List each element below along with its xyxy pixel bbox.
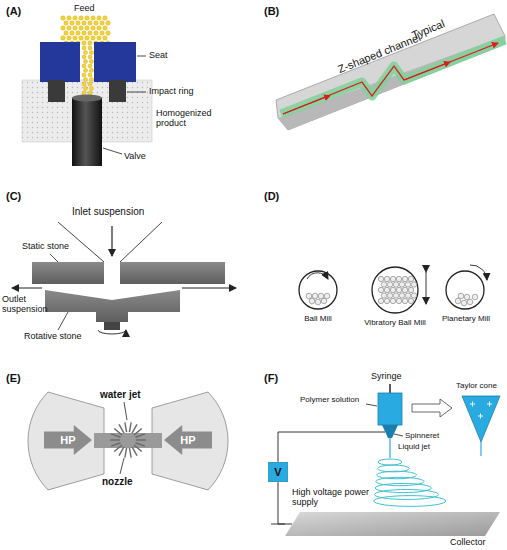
- part-label: Static stone: [22, 241, 69, 251]
- node-text: HP: [180, 434, 195, 446]
- part-label: Homogenized product: [156, 108, 218, 129]
- part-label: High voltage power supply: [292, 487, 376, 508]
- homogenizer-valve: [22, 16, 152, 166]
- water-jet-mill: [28, 392, 228, 490]
- pressure-arrow: HP: [164, 425, 212, 455]
- panel-letter: (E): [6, 372, 21, 385]
- node-text: HP: [60, 434, 75, 446]
- mills: [299, 265, 487, 313]
- part-label: Inlet suspension: [72, 206, 144, 218]
- part-label: Outlet suspension: [2, 294, 58, 315]
- part-label: Spinneret: [405, 431, 439, 440]
- mill-label: Ball Mill: [296, 314, 340, 323]
- part-label: Syringe: [371, 371, 402, 381]
- part-label: Liquid jet: [398, 442, 430, 451]
- panel-letter: (F): [264, 372, 278, 385]
- panel-letter: (B): [264, 5, 279, 18]
- part-label: Impact ring: [149, 86, 194, 96]
- electrospinning: [271, 384, 500, 536]
- node-text: V: [274, 466, 281, 478]
- part-label: Seat: [149, 50, 168, 60]
- part-label: Taylor cone: [456, 381, 497, 390]
- mill-label: Vibratory Ball Mill: [352, 318, 438, 327]
- part-label: Collector: [450, 537, 486, 547]
- part-label: Rotative stone: [24, 331, 82, 341]
- colloid-mill: [12, 222, 236, 334]
- part-label: nozzle: [102, 476, 133, 488]
- part-label: Feed: [74, 3, 95, 13]
- part-label: water jet: [100, 389, 141, 401]
- panel-letter: (C): [6, 190, 21, 203]
- pressure-arrow: HP: [44, 425, 92, 455]
- panel-letter: (A): [6, 5, 21, 18]
- part-label: Polymer solution: [300, 395, 366, 404]
- panel-letter: (D): [264, 190, 279, 203]
- part-label: Valve: [124, 151, 146, 161]
- z-channel: [276, 14, 505, 130]
- mill-label: Planetary Mill: [437, 314, 495, 323]
- voltage-source: V: [268, 462, 288, 482]
